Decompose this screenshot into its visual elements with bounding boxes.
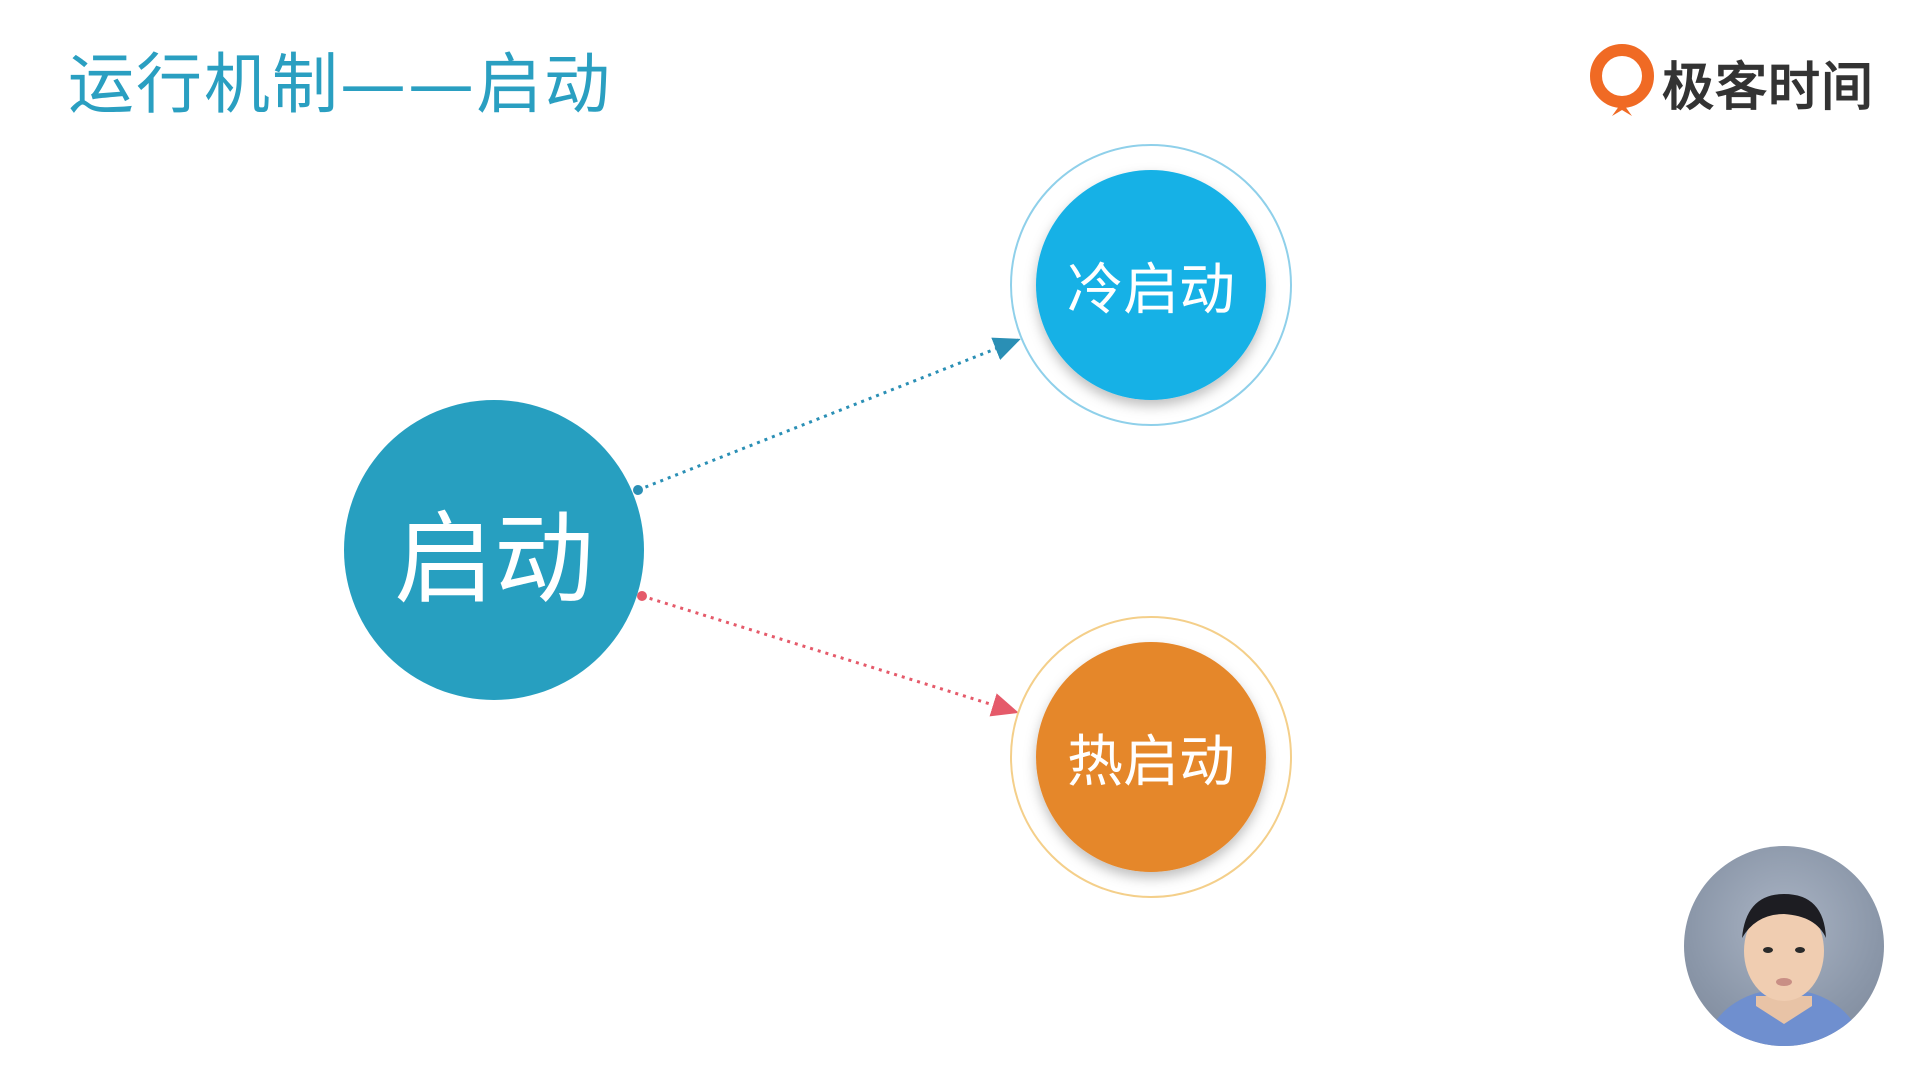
main-node-label: 启动 — [394, 500, 594, 618]
arrow-to-cold-start — [633, 337, 1021, 495]
hot-start-node — [1010, 616, 1292, 898]
arrow-to-hot-start — [637, 591, 1019, 717]
brand-logo-group: 极客时间 — [1590, 44, 1874, 120]
brand-name: 极客时间 — [1662, 57, 1875, 118]
hot-start-label: 热启动 — [1067, 729, 1235, 795]
cold-start-label: 冷启动 — [1067, 257, 1235, 323]
slide-title: 运行机制——启动 — [68, 46, 612, 123]
cold-start-node — [1010, 144, 1292, 426]
main-node-circle — [344, 400, 644, 700]
presenter-video-icon — [1684, 846, 1884, 1046]
presenter-silhouette — [1706, 894, 1862, 1046]
geektime-logo-icon — [1590, 44, 1654, 116]
